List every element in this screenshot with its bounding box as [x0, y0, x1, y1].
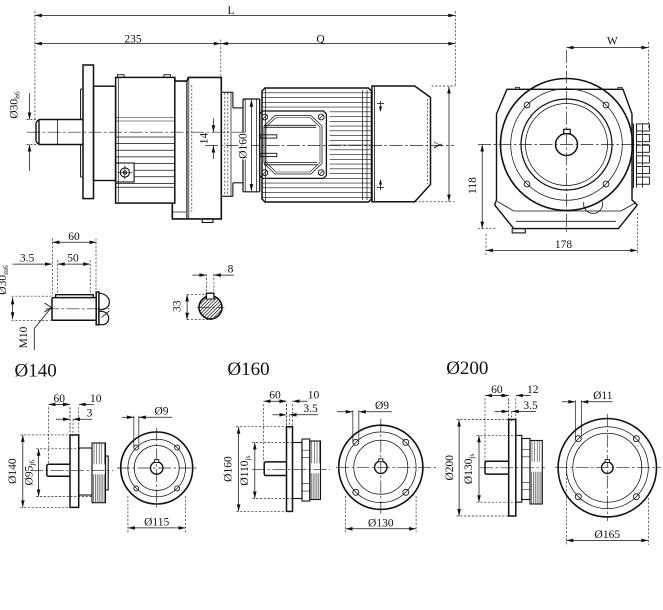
svg-text:Y: Y	[433, 140, 445, 149]
svg-text:3.5: 3.5	[523, 400, 538, 412]
svg-text:60: 60	[54, 393, 66, 405]
svg-text:Ø130js: Ø130js	[463, 453, 476, 484]
svg-text:60: 60	[68, 231, 80, 243]
svg-text:Ø30m6: Ø30m6	[0, 265, 10, 295]
svg-text:Ø140: Ø140	[7, 458, 19, 484]
svg-text:3.5: 3.5	[20, 252, 35, 264]
svg-text:10: 10	[308, 390, 320, 402]
svg-text:50: 50	[67, 252, 79, 264]
svg-text:60: 60	[269, 390, 281, 402]
svg-text:Ø160: Ø160	[223, 456, 235, 482]
svg-text:14: 14	[199, 133, 211, 145]
svg-text:235: 235	[124, 33, 142, 45]
svg-text:Ø130: Ø130	[368, 517, 394, 529]
svg-text:Ø160: Ø160	[227, 359, 269, 380]
svg-text:Ø30h6: Ø30h6	[9, 91, 22, 119]
svg-text:10: 10	[90, 393, 102, 405]
svg-text:8: 8	[228, 263, 234, 275]
svg-text:33: 33	[172, 300, 184, 312]
svg-text:Ø200: Ø200	[444, 455, 456, 481]
svg-text:Q: Q	[316, 33, 325, 45]
svg-text:W: W	[607, 35, 618, 47]
svg-text:Ø110js: Ø110js	[239, 455, 252, 485]
svg-text:M10: M10	[18, 326, 30, 348]
svg-text:178: 178	[555, 239, 573, 251]
svg-text:Ø95j6: Ø95j6	[23, 460, 36, 486]
svg-text:Ø165: Ø165	[595, 529, 621, 541]
svg-text:Ø9: Ø9	[375, 400, 389, 412]
svg-text:Ø160: Ø160	[238, 133, 250, 159]
svg-text:118: 118	[467, 177, 479, 194]
svg-text:12: 12	[527, 384, 539, 396]
svg-text:Ø200: Ø200	[446, 358, 488, 379]
svg-text:Ø140: Ø140	[15, 361, 57, 382]
svg-text:3.5: 3.5	[303, 403, 318, 415]
svg-text:60: 60	[491, 384, 503, 396]
svg-text:Ø11: Ø11	[593, 390, 613, 402]
svg-text:Ø9: Ø9	[154, 406, 168, 418]
svg-text:3: 3	[87, 408, 93, 420]
svg-text:L: L	[227, 5, 234, 17]
svg-text:Ø115: Ø115	[144, 517, 169, 529]
